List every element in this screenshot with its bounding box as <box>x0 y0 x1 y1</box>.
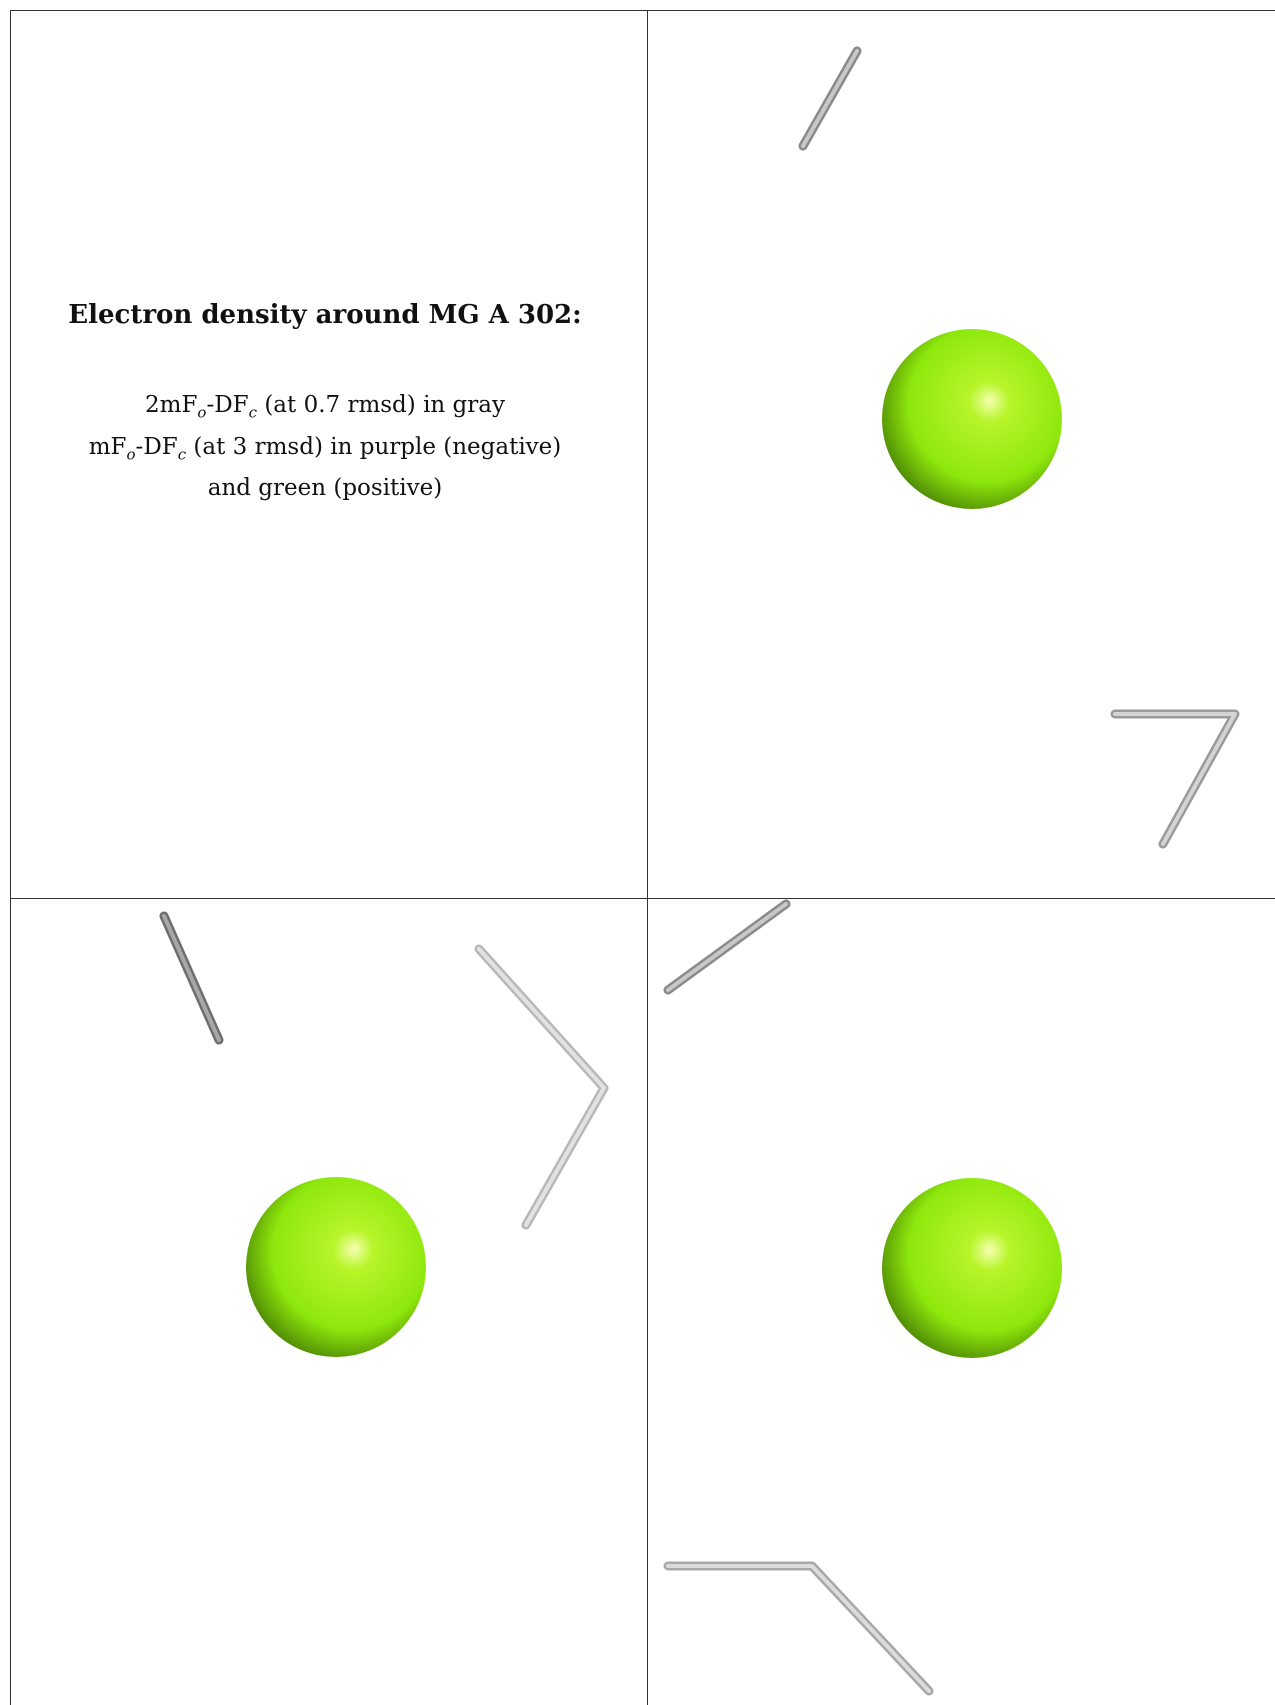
bond-stick-right <box>474 944 609 1230</box>
mg-ion-sphere <box>882 1178 1062 1358</box>
caption-line-colors: and green (positive) <box>207 475 443 502</box>
caption-line2-mid: -DF <box>135 433 178 460</box>
grid-divider-horizontal <box>10 898 1275 899</box>
caption-line-2mfo-dfc: 2mFo-DFc (at 0.7 rmsd) in gray <box>10 388 640 430</box>
grid-border-top <box>10 10 1275 11</box>
caption-line1-mid: -DF <box>206 392 249 418</box>
density-view-top-right <box>798 46 1240 849</box>
caption-line-mfo-dfc: mFo-DFc (at 3 rmsd) in purple (negative) <box>10 430 640 472</box>
bond-stick-bottom <box>663 1561 934 1696</box>
caption-line2-sub-o: o <box>126 445 136 464</box>
caption-line2-post: (at 3 rmsd) in purple (negative) <box>186 433 562 460</box>
grid-border-left <box>10 10 11 1705</box>
caption-line1-sub-o: o <box>197 403 207 422</box>
caption-line1-post: (at 0.7 rmsd) in gray <box>257 392 505 418</box>
bond-stick-right <box>1110 709 1240 849</box>
caption-title: Electron density around MG A 302: <box>68 300 582 330</box>
caption-line1-sub-c: c <box>248 403 258 422</box>
density-view-bottom-left <box>159 911 609 1357</box>
bond-stick-top <box>798 46 862 151</box>
bond-stick-top <box>663 899 791 995</box>
density-view-bottom-right <box>663 899 1062 1696</box>
mg-ion-sphere <box>882 329 1062 509</box>
caption-line2-sub-c: c <box>177 445 187 464</box>
density-caption: Electron density around MG A 302: 2mFo-D… <box>10 300 640 505</box>
grid-divider-vertical <box>647 10 648 1705</box>
mg-ion-sphere <box>246 1177 426 1357</box>
bond-stick-left <box>159 911 224 1045</box>
caption-line2-pre: mF <box>88 433 127 460</box>
caption-line1-pre: 2mF <box>145 392 198 418</box>
